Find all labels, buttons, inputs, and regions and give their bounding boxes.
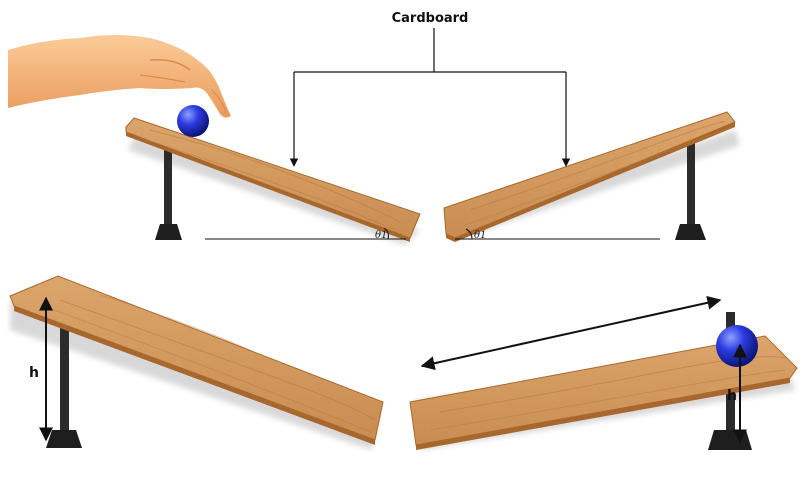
angle-arc — [465, 228, 473, 240]
ball-icon — [716, 325, 758, 367]
angle-arc — [383, 227, 389, 240]
stand-post — [60, 320, 69, 430]
angle-label-left: θ1 — [375, 230, 387, 241]
stand-base — [155, 224, 182, 240]
ball-icon — [177, 105, 209, 137]
height-label-right: h — [727, 388, 737, 404]
length-arrow — [420, 295, 722, 371]
ramp-bottom-left: h — [9, 275, 384, 450]
ramp-top-left: θ1 — [125, 117, 421, 245]
stand-post — [164, 145, 172, 225]
ramp-bottom-right: h — [409, 295, 798, 450]
stand-base — [708, 430, 752, 450]
stand-post — [687, 140, 695, 225]
ramp-top-right: θ1 — [443, 111, 740, 242]
stand-base — [675, 224, 706, 240]
angle-label-right: θ1 — [474, 230, 486, 241]
hand-icon — [8, 35, 231, 118]
height-label-left: h — [29, 365, 39, 381]
board — [125, 117, 421, 239]
cardboard-label: Cardboard — [392, 11, 469, 26]
cardboard-callout: Cardboard — [289, 11, 571, 167]
stand-base — [46, 430, 82, 448]
